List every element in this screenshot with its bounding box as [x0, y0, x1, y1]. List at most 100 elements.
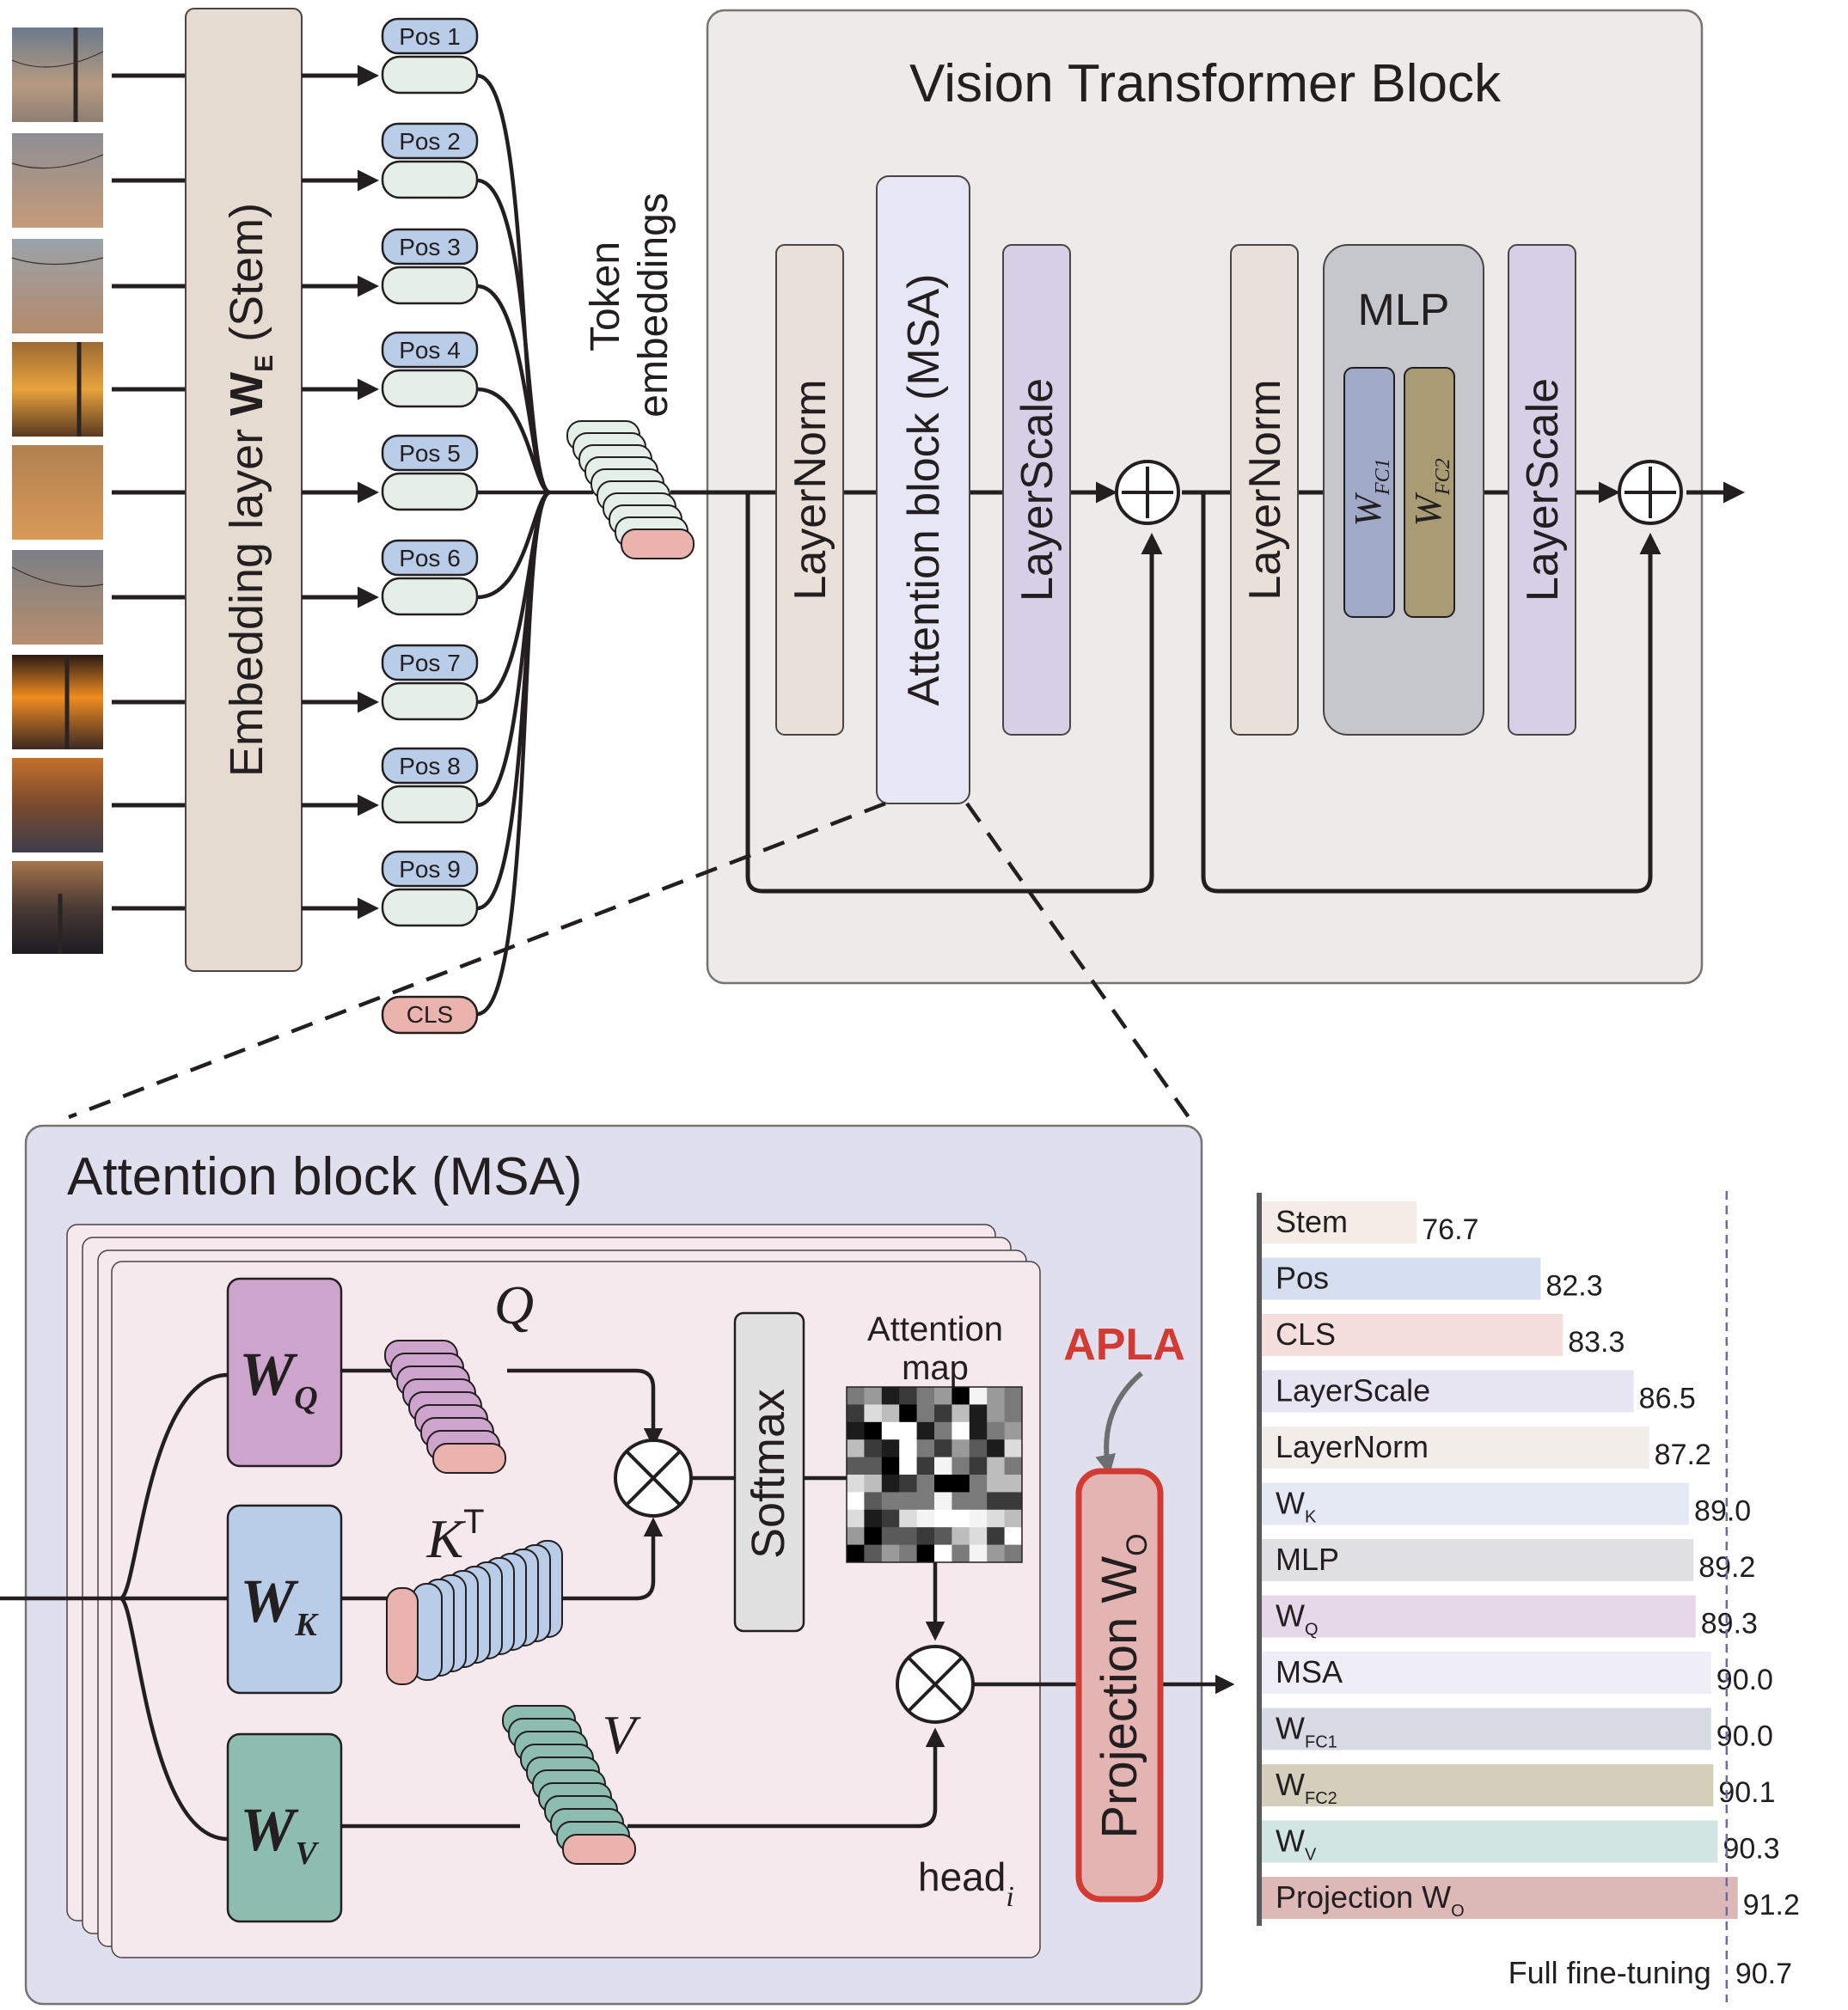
pos-label: Pos 1: [399, 23, 461, 50]
attention-cell: [916, 1421, 935, 1440]
bar-label: Projection WO: [1276, 1879, 1465, 1921]
softmax-box: [733, 1311, 805, 1633]
attention-cell: [881, 1421, 900, 1440]
pos-chip: [381, 434, 479, 472]
bar: [1262, 1482, 1690, 1525]
attention-cell: [916, 1527, 935, 1546]
pos-chip: [381, 644, 479, 681]
attention-cell: [952, 1527, 970, 1546]
attention-cell: [916, 1492, 935, 1511]
attention-cell: [847, 1527, 865, 1546]
converging-lines: [476, 73, 593, 1017]
pos-label: Pos 4: [399, 337, 461, 364]
image-patch: [12, 27, 103, 122]
attention-cell: [987, 1492, 1006, 1511]
attention-cell: [864, 1387, 883, 1405]
attention-block-small: [876, 175, 970, 804]
pos-label: Pos 5: [399, 440, 461, 467]
attention-cell: [864, 1527, 883, 1546]
token-slot: [381, 55, 479, 95]
attention-cell: [916, 1439, 935, 1458]
attention-cell: [864, 1439, 883, 1458]
attention-cell: [1004, 1439, 1023, 1458]
token-slot: [381, 785, 479, 824]
value-label: 87.2: [1655, 1439, 1711, 1471]
bar-label: WFC1: [1276, 1711, 1337, 1752]
add-icon: [1618, 460, 1683, 525]
value-label: 86.5: [1639, 1383, 1696, 1415]
attention-cell: [899, 1509, 918, 1528]
attention-cell: [881, 1457, 900, 1475]
attention-cell: [969, 1457, 988, 1475]
reference-value: 90.7: [1735, 1958, 1792, 1990]
attention-cell: [899, 1544, 918, 1563]
wv-label: WV: [240, 1795, 319, 1872]
pos-chip: [381, 850, 479, 888]
attention-cell: [952, 1404, 970, 1423]
attention-cell: [847, 1509, 865, 1528]
bar-label: Pos: [1276, 1261, 1329, 1296]
layerscale-1-label: LayerScale: [1013, 378, 1062, 602]
attention-cell: [952, 1387, 970, 1405]
attention-cell: [1004, 1492, 1023, 1511]
attention-cell: [987, 1404, 1006, 1423]
projection-label: Projection WO: [1092, 1533, 1153, 1838]
attention-cell: [864, 1492, 883, 1511]
attention-cell: [987, 1527, 1006, 1546]
attention-cell: [847, 1492, 865, 1511]
bar: [1262, 1314, 1563, 1356]
wfc2-label: WFC2: [1407, 458, 1454, 526]
bar: [1262, 1201, 1417, 1243]
attention-cell: [952, 1509, 970, 1528]
token-slot: [381, 888, 479, 927]
attention-map: [846, 1386, 1023, 1563]
attention-cell: [881, 1475, 900, 1493]
image-patch: [12, 133, 103, 228]
bar-label: LayerScale: [1276, 1373, 1430, 1408]
attention-cell: [934, 1475, 952, 1493]
patch-arrows: [112, 73, 186, 911]
layernorm-1-label: LayerNorm: [786, 379, 835, 600]
attention-cell: [987, 1509, 1006, 1528]
attention-cell: [847, 1475, 865, 1493]
attention-cell: [969, 1492, 988, 1511]
layernorm-2: [1230, 244, 1299, 736]
layernorm-1: [775, 244, 844, 736]
attention-cell: [987, 1421, 1006, 1440]
attention-cell: [1004, 1457, 1023, 1475]
attention-cell: [881, 1492, 900, 1511]
wfc2-box: [1404, 367, 1455, 618]
stem-label: Embedding layer WE (Stem): [221, 203, 278, 777]
bar-label: CLS: [1276, 1317, 1336, 1352]
k-label: KT: [425, 1503, 484, 1569]
attention-cell: [952, 1457, 970, 1475]
attention-cell: [952, 1492, 970, 1511]
attention-cell: [899, 1475, 918, 1493]
pos-label: Pos 9: [399, 856, 461, 883]
attention-cell: [881, 1527, 900, 1546]
value-label: 90.3: [1723, 1833, 1780, 1866]
attention-cell: [969, 1509, 988, 1528]
attention-cell: [952, 1544, 970, 1563]
bar: [1262, 1539, 1694, 1581]
value-label: 91.2: [1743, 1889, 1800, 1921]
attention-cell: [847, 1457, 865, 1475]
attention-cell: [881, 1509, 900, 1528]
image-patch: [12, 239, 103, 333]
attention-cell: [952, 1475, 970, 1493]
attention-cell: [969, 1404, 988, 1423]
wk-label: WK: [240, 1567, 319, 1643]
attention-cell: [1004, 1404, 1023, 1423]
reference-label: Full fine-tuning: [1508, 1955, 1711, 1990]
attention-cell: [934, 1509, 952, 1528]
attention-cell: [934, 1421, 952, 1440]
softmax-label: Softmax: [743, 1389, 794, 1559]
attention-cell: [987, 1387, 1006, 1405]
image-patch: [12, 758, 103, 852]
attention-cell: [899, 1439, 918, 1458]
bar: [1262, 1764, 1714, 1806]
value-label: 90.0: [1716, 1720, 1773, 1753]
value-label: 76.7: [1422, 1213, 1478, 1246]
attention-cell: [847, 1421, 865, 1440]
